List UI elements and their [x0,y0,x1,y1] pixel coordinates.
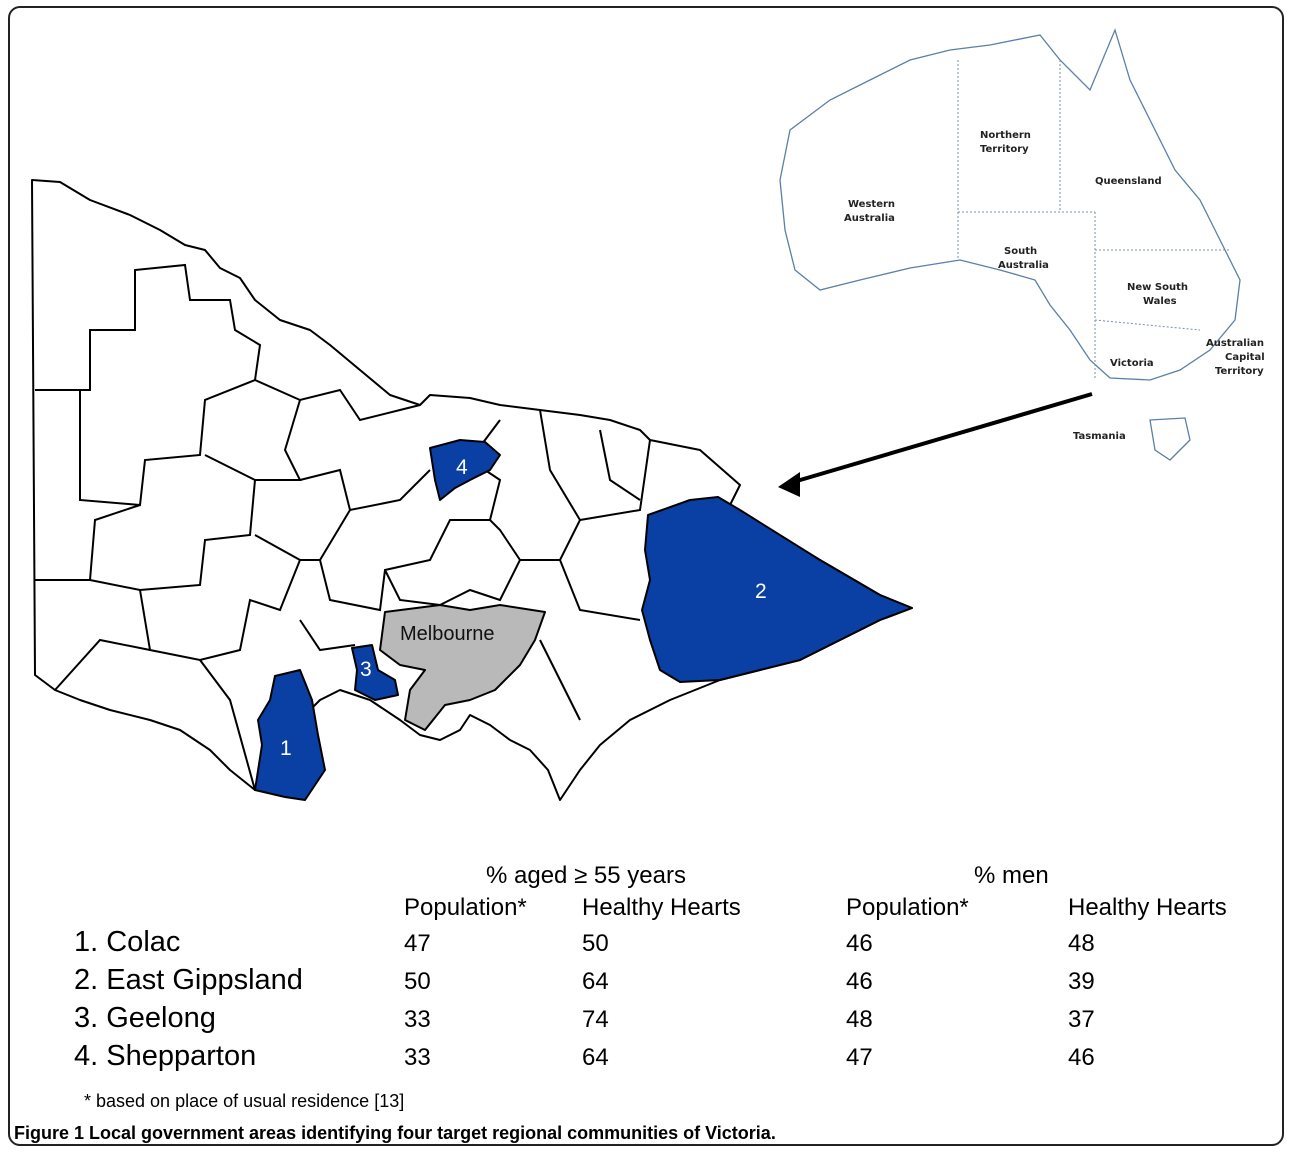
table-cell: 50 [582,930,609,957]
label-new-south-wales-2: Wales [1143,296,1177,307]
table-cell: 46 [846,968,873,995]
label-queensland: Queensland [1095,176,1162,187]
table-cell: 64 [582,1044,609,1071]
figure-frame [8,6,1284,1146]
label-act: Australian [1206,338,1264,349]
row-name: 3. Geelong [74,1002,216,1034]
subheader-men-healthy-hearts: Healthy Hearts [1068,894,1227,921]
melbourne-region [379,604,546,731]
table-cell: 48 [1068,930,1095,957]
label-northern-territory-2: Territory [980,144,1029,155]
region-geelong [351,644,399,701]
label-western-australia-2: Australia [844,213,895,224]
region-colac [254,669,326,801]
region-label-3: 3 [360,658,372,681]
melbourne-label: Melbourne [400,623,495,645]
table-cell: 74 [582,1006,609,1033]
label-south-australia: South [1004,246,1037,257]
region-label-2: 2 [755,580,767,603]
table-cell: 64 [582,968,609,995]
region-east-gippsland [641,496,913,683]
table-cell: 47 [404,930,431,957]
label-new-south-wales: New South [1127,282,1188,293]
region-shepparton [429,439,501,501]
row-name: 4. Shepparton [74,1040,257,1072]
table-cell: 46 [1068,1044,1095,1071]
table-cell: 33 [404,1006,431,1033]
row-name: 1. Colac [74,926,181,958]
label-northern-territory: Northern [980,130,1031,141]
label-act-3: Territory [1215,366,1264,377]
victoria-outline [31,179,913,801]
label-western-australia: Western [848,199,895,210]
label-victoria: Victoria [1110,358,1154,369]
header-men: % men [974,862,1049,889]
table-footnote: * based on place of usual residence [13] [84,1091,405,1111]
lga-boundaries [35,263,651,791]
subheader-age-healthy-hearts: Healthy Hearts [582,894,741,921]
label-south-australia-2: Australia [998,260,1049,271]
region-label-1: 1 [280,737,292,760]
australia-inset [778,28,1241,497]
table-cell: 37 [1068,1006,1095,1033]
table-cell: 46 [846,930,873,957]
table-cell: 39 [1068,968,1095,995]
row-name: 2. East Gippsland [74,964,303,996]
figure-caption: Figure 1 Local government areas identify… [14,1123,776,1143]
subheader-men-population: Population* [846,894,969,921]
table-cell: 50 [404,968,431,995]
header-age: % aged ≥ 55 years [486,862,686,889]
label-act-2: Capital [1225,352,1265,363]
subheader-age-population: Population* [404,894,527,921]
inset-labels: Northern Territory Western Australia Que… [844,130,1265,442]
table-cell: 48 [846,1006,873,1033]
region-label-4: 4 [456,456,468,479]
map-figure: 1 2 3 4 Melbourne Northern Territory Wes… [31,28,1265,801]
table-cell: 33 [404,1044,431,1071]
table-cell: 47 [846,1044,873,1071]
label-tasmania: Tasmania [1073,431,1126,442]
